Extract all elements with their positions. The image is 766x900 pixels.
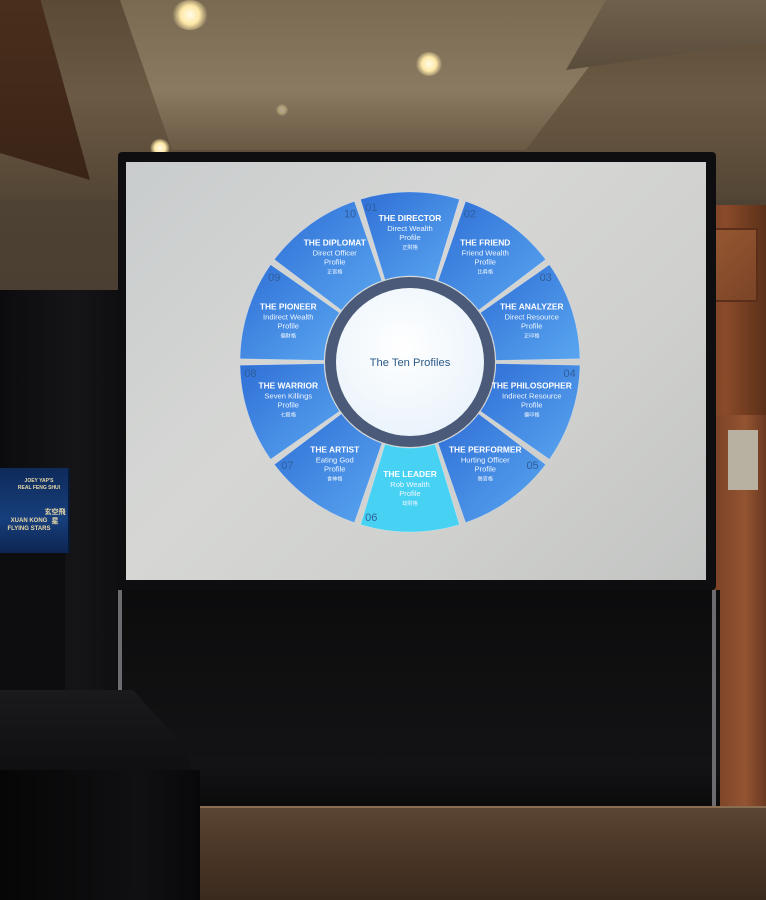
segment-title: THE LEADER	[383, 469, 437, 479]
segment-sub2: Profile	[324, 257, 346, 266]
segment-number: 01	[365, 202, 377, 214]
segment-number: 05	[526, 460, 538, 472]
segment-sub2: Profile	[399, 489, 421, 498]
segment-chinese: 傷官格	[477, 475, 493, 483]
stage-floor	[195, 808, 766, 900]
segment-title: THE ARTIST	[310, 445, 360, 455]
segment-title: THE WARRIOR	[258, 381, 318, 391]
ceiling-light	[172, 0, 208, 30]
profile-segment	[274, 413, 383, 523]
lectern	[0, 550, 65, 710]
profile-segment	[480, 363, 581, 460]
segment-sub2: Profile	[277, 401, 299, 410]
segment-number: 08	[244, 368, 256, 380]
segment-sub1: Seven Killings	[264, 392, 312, 401]
banner-chinese: 玄空飛星	[44, 509, 66, 525]
banner-line: FLYING STARS	[7, 526, 51, 532]
profile-segment	[274, 201, 383, 311]
segment-sub2: Profile	[521, 321, 543, 330]
segment-sub2: Profile	[324, 465, 346, 474]
segment-number: 03	[540, 272, 552, 284]
profile-segment	[437, 413, 546, 523]
segment-sub1: Indirect Wealth	[263, 312, 314, 321]
segment-chinese: 劫財格	[402, 499, 418, 507]
segment-number: 10	[344, 209, 356, 221]
segment-sub2: Profile	[474, 257, 496, 266]
profile-segment	[239, 363, 340, 460]
segment-sub2: Profile	[277, 321, 299, 330]
segment-title: THE DIRECTOR	[379, 213, 442, 223]
segment-number: 02	[464, 209, 476, 221]
profile-segment	[360, 191, 460, 280]
screen-skirt	[120, 590, 720, 810]
segment-title: THE PERFORMER	[449, 445, 522, 455]
segment-title: THE PHILOSOPHER	[492, 381, 572, 391]
ceiling-light	[416, 52, 442, 76]
segment-chinese: 食神格	[327, 475, 343, 483]
banner-line: XUAN KONG	[10, 518, 48, 524]
segment-chinese: 七殺格	[280, 411, 296, 419]
event-banner: JOEY YAP'S REAL FENG SHUI XUAN KONG FLYI…	[0, 468, 70, 553]
segment-sub2: Profile	[474, 465, 496, 474]
segment-sub1: Friend Wealth	[462, 248, 509, 257]
segment-sub2: Profile	[399, 233, 421, 242]
segment-sub1: Eating God	[316, 456, 354, 465]
segment-chinese: 偏印格	[524, 411, 540, 419]
segment-number: 04	[563, 368, 575, 380]
profile-segment	[480, 264, 581, 361]
center-circle	[336, 288, 484, 436]
segment-sub1: Direct Resource	[505, 312, 559, 321]
segment-title: THE ANALYZER	[500, 301, 564, 311]
segment-chinese: 正財格	[402, 243, 418, 251]
segment-title: THE PIONEER	[260, 301, 317, 311]
profile-segment	[437, 201, 546, 311]
segment-sub1: Direct Wealth	[387, 224, 432, 233]
center-title: The Ten Profiles	[370, 357, 451, 369]
segment-title: THE FRIEND	[460, 237, 510, 247]
segment-chinese: 正官格	[327, 267, 343, 275]
segment-sub1: Direct Officer	[313, 248, 358, 257]
segment-number: 09	[268, 272, 280, 284]
ceiling-light	[276, 104, 288, 116]
segment-number: 07	[281, 460, 293, 472]
profile-segment	[239, 264, 340, 361]
segment-sub1: Rob Wealth	[390, 480, 430, 489]
segment-chinese: 偏財格	[280, 331, 296, 339]
segment-sub1: Hurting Officer	[461, 456, 510, 465]
door-window	[728, 430, 758, 490]
podium-body	[0, 770, 200, 900]
segment-sub1: Indirect Resource	[502, 392, 562, 401]
banner-line: JOEY YAP'S	[24, 478, 54, 484]
segment-chinese: 正印格	[524, 331, 540, 339]
profile-segment	[360, 444, 460, 533]
banner-line: REAL FENG SHUI	[17, 485, 61, 491]
segment-sub2: Profile	[521, 401, 543, 410]
segment-chinese: 比肩格	[477, 267, 493, 275]
segment-title: THE DIPLOMAT	[304, 237, 367, 247]
screen-leg	[712, 590, 716, 820]
segment-number: 06	[365, 512, 377, 524]
